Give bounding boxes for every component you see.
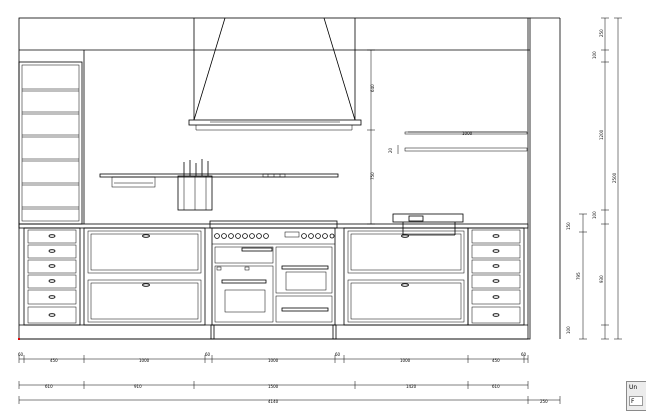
dim-row2-1: 910 [134, 384, 142, 389]
right-dimensions: 150 795 250 100 1200 100 930 100 2500 [566, 17, 622, 340]
dim-counter-large: 795 [576, 272, 581, 280]
left-large-drawers [83, 227, 206, 326]
dim-row2-4: 610 [492, 384, 500, 389]
dim-row3-total: 4140 [268, 399, 279, 404]
right-drawer-column [467, 227, 525, 326]
dim-row1-7: 450 [492, 358, 500, 363]
dim-hood-height: 640 [370, 84, 375, 92]
dim-right-top-a: 250 [599, 29, 604, 37]
dim-counter-small: 150 [566, 222, 571, 230]
dim-row1-0: 60 [18, 352, 24, 357]
dim-bar-length: 1000 [462, 131, 473, 136]
dim-row2-0: 610 [45, 384, 53, 389]
dim-right-plinth: 100 [566, 326, 571, 334]
bottom-dim-row3: 4140 250 [18, 396, 561, 404]
inner-dimensions: 640 750 1000 20 [367, 49, 527, 225]
dim-bar-gap: 20 [388, 147, 393, 153]
utensil-rail [99, 159, 339, 211]
tap-fitting [392, 213, 464, 236]
left-drawer-column [23, 227, 81, 326]
dim-row2-3: 1420 [406, 384, 417, 389]
units-panel-title: Un [629, 384, 638, 391]
dim-right-top-b: 100 [592, 51, 597, 59]
dim-right-total: 2500 [612, 172, 617, 183]
dim-row3-end: 250 [540, 399, 548, 404]
dim-right-low: 100 [592, 211, 597, 219]
knife-block [177, 159, 213, 211]
dim-row1-3: 60 [205, 352, 211, 357]
dim-right-base: 930 [599, 275, 604, 283]
origin-marker [18, 338, 20, 340]
dim-row1-2: 1000 [139, 358, 150, 363]
dim-row2-2: 1500 [268, 384, 279, 389]
dim-row1-6: 1000 [400, 358, 411, 363]
dim-row1-8: 60 [521, 352, 527, 357]
range-hood [188, 17, 362, 131]
dim-shelf-height: 750 [370, 172, 375, 180]
bottom-dim-row2: 610 910 1500 1420 610 [18, 381, 529, 389]
dim-right-mid: 1200 [599, 129, 604, 140]
units-panel[interactable]: Un F [626, 381, 646, 411]
left-open-shelf [18, 61, 83, 225]
dim-row1-1: 450 [50, 358, 58, 363]
dim-row1-5: 60 [335, 352, 341, 357]
wall-outline [18, 17, 561, 340]
dim-row1-4: 1000 [268, 358, 279, 363]
right-large-drawers [343, 227, 469, 326]
range-cooker [209, 220, 338, 340]
units-field[interactable]: F [629, 396, 643, 406]
bottom-dim-row1: 60 450 1000 60 1000 60 1000 450 60 [18, 352, 529, 363]
